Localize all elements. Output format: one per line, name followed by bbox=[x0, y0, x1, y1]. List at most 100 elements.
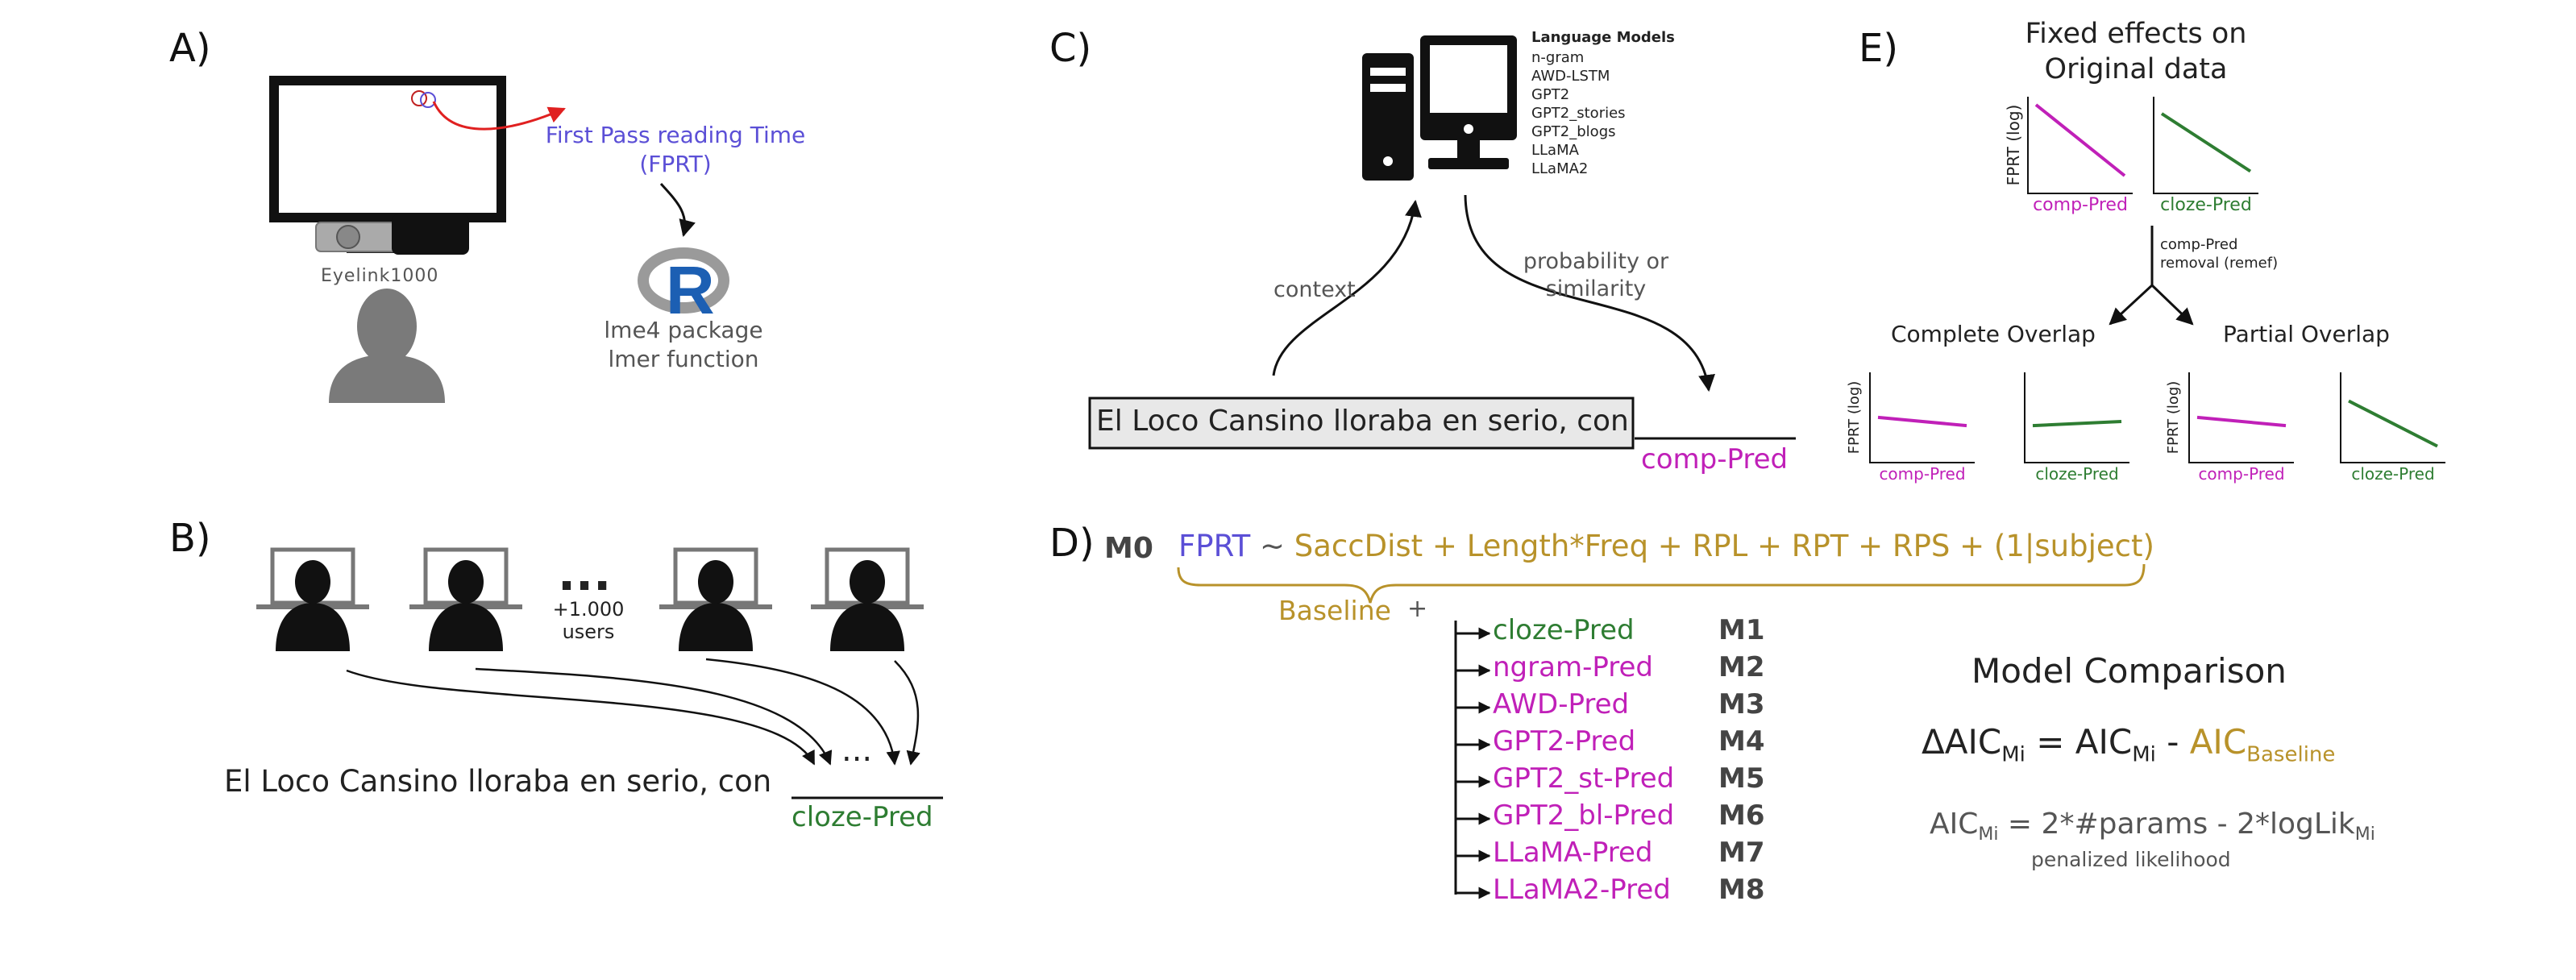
lme4-label-line1: lme4 package bbox=[604, 317, 763, 343]
lme4-label: lme4 package lmer function bbox=[587, 316, 780, 374]
probability-label-line1: probability or bbox=[1523, 249, 1669, 274]
model-id-5: M5 bbox=[1718, 762, 1765, 795]
panel-e-title: Fixed effects on Original data bbox=[1999, 16, 2273, 87]
r-logo-icon bbox=[638, 247, 729, 314]
users-count-line2: users bbox=[562, 621, 615, 643]
aic-baseline: AIC bbox=[2189, 722, 2247, 762]
model-id-8: M8 bbox=[1718, 874, 1765, 906]
comp-pred-label: comp-Pred bbox=[1641, 443, 1789, 475]
fprt-label-line2: (FPRT) bbox=[639, 151, 712, 177]
model-id-6: M6 bbox=[1718, 799, 1765, 832]
panel-e-title-line2: Original data bbox=[2044, 53, 2228, 85]
eyetracker-icon bbox=[315, 214, 469, 255]
lm-item-llama: LLaMA bbox=[1531, 142, 1579, 159]
lm-list: n-gram AWD-LSTM GPT2 GPT2_stories GPT2_b… bbox=[1531, 48, 1626, 178]
laptop-icon-2 bbox=[409, 547, 522, 651]
removal-label-line2: removal (remef) bbox=[2160, 255, 2279, 272]
more-users-dots: ... bbox=[558, 546, 612, 601]
aic-baseline-sub: Baseline bbox=[2246, 742, 2336, 767]
user-arrows bbox=[346, 658, 920, 766]
formula: FPRT ~ SaccDist + Length*Freq + RPL + RP… bbox=[1178, 529, 2154, 563]
panel-a-label: A) bbox=[169, 26, 211, 71]
delta-aic-eq: = AIC bbox=[2025, 722, 2133, 762]
laptop-icon-4 bbox=[811, 547, 924, 651]
formula-terms: SaccDist + Length*Freq + RPL + RPT + RPS… bbox=[1294, 529, 2154, 563]
lm-item-gpt2: GPT2 bbox=[1531, 86, 1570, 103]
eyelink-label: Eyelink1000 bbox=[321, 266, 439, 286]
baseline-plus: + bbox=[1407, 595, 1428, 623]
panel-e-label: E) bbox=[1859, 26, 1899, 71]
mini-chart-axes-4 bbox=[2024, 372, 2129, 463]
lm-item-awd-lstm: AWD-LSTM bbox=[1531, 68, 1610, 85]
mini-chart-line-1 bbox=[2034, 103, 2126, 177]
removal-label: comp-Pred removal (remef) bbox=[2160, 235, 2278, 272]
panel-c-label: C) bbox=[1049, 26, 1092, 71]
desktop-computer-icon bbox=[1362, 35, 1517, 181]
probability-arrow bbox=[1464, 194, 1715, 392]
removal-split-arrows bbox=[2109, 226, 2194, 326]
aic-mi-sub: Mi bbox=[2132, 742, 2156, 767]
complete-overlap-label: Complete Overlap bbox=[1891, 321, 2096, 347]
delta-aic: ΔAIC bbox=[1922, 722, 2002, 762]
penalized-likelihood: penalized likelihood bbox=[2031, 848, 2231, 871]
mini-chart-line-4 bbox=[2032, 420, 2122, 428]
model-pred-1: cloze-Pred bbox=[1493, 614, 1635, 646]
sentence-box bbox=[1088, 397, 1635, 450]
fprt-label: First Pass reading Time (FPRT) bbox=[530, 121, 821, 179]
removal-label-line1: comp-Pred bbox=[2160, 236, 2238, 253]
lm-item-llama2: LLaMA2 bbox=[1531, 160, 1589, 177]
formula-fprt: FPRT bbox=[1178, 529, 1251, 563]
model-pred-5: GPT2_st-Pred bbox=[1493, 762, 1675, 795]
mini-chart-xlabel-2: cloze-Pred bbox=[2160, 195, 2252, 215]
context-arrow bbox=[1272, 199, 1422, 376]
panel-e-title-line1: Fixed effects on bbox=[2025, 18, 2247, 50]
model-pred-4: GPT2-Pred bbox=[1493, 725, 1636, 758]
partial-overlap-label: Partial Overlap bbox=[2223, 321, 2390, 347]
person-icon bbox=[329, 289, 445, 403]
mini-chart-ylabel-3: FPRT (log) bbox=[1846, 380, 1863, 455]
lm-item-gpt2-blogs: GPT2_blogs bbox=[1531, 123, 1616, 140]
baseline-label: Baseline bbox=[1278, 595, 1391, 626]
model-pred-2: ngram-Pred bbox=[1493, 651, 1653, 683]
mini-chart-xlabel-4: cloze-Pred bbox=[2035, 464, 2119, 484]
mini-chart-axes-3 bbox=[1869, 372, 1975, 463]
users-count-line1: +1.000 bbox=[552, 598, 625, 621]
context-label: context bbox=[1273, 277, 1356, 302]
mini-chart-xlabel-5: comp-Pred bbox=[2198, 464, 2285, 484]
model-comparison-title: Model Comparison bbox=[1971, 651, 2287, 691]
laptop-icon-3 bbox=[659, 547, 772, 651]
mini-chart-ylabel-1: FPRT (log) bbox=[2004, 104, 2023, 186]
cloze-ellipsis: ... bbox=[841, 732, 873, 769]
lm-title: Language Models bbox=[1531, 29, 1675, 46]
mini-chart-line-2 bbox=[2160, 112, 2252, 173]
lme4-label-line2: lmer function bbox=[608, 346, 759, 372]
model-id-4: M4 bbox=[1718, 725, 1765, 758]
formula-tilde: ~ bbox=[1259, 529, 1285, 563]
lm-item-gpt2-stories: GPT2_stories bbox=[1531, 105, 1626, 122]
model-id-2: M2 bbox=[1718, 651, 1765, 683]
gaze-circles-icon bbox=[411, 90, 436, 108]
aic-formula-body: = 2*#params - 2*logLik bbox=[1998, 808, 2355, 841]
model-id-1: M1 bbox=[1718, 614, 1765, 646]
model-tree bbox=[1454, 621, 1491, 899]
model-pred-6: GPT2_bl-Pred bbox=[1493, 799, 1675, 832]
mini-charts bbox=[1869, 97, 2445, 463]
model-pred-7: LLaMA-Pred bbox=[1493, 837, 1653, 869]
loglik-sub: Mi bbox=[2354, 824, 2375, 845]
panel-b-label: B) bbox=[169, 516, 211, 561]
probability-label-line2: similarity bbox=[1545, 276, 1647, 301]
aic-formula: AICMi = 2*#params - 2*logLikMi bbox=[1930, 808, 2375, 845]
probability-label: probability or similarity bbox=[1499, 248, 1693, 303]
aic-formula-aic: AIC bbox=[1930, 808, 1979, 841]
mini-chart-axes-1 bbox=[2027, 97, 2133, 194]
baseline-brace bbox=[1177, 563, 2146, 604]
mini-chart-line-3 bbox=[1877, 415, 1967, 428]
mini-chart-xlabel-1: comp-Pred bbox=[2033, 195, 2128, 215]
mini-chart-axes-6 bbox=[2340, 372, 2445, 463]
r-logo-letter: R bbox=[666, 252, 715, 328]
mini-chart-axes-2 bbox=[2153, 97, 2258, 194]
mini-chart-line-6 bbox=[2348, 399, 2438, 448]
m0-label: M0 bbox=[1104, 532, 1153, 565]
aic-formula-sub: Mi bbox=[1978, 824, 1999, 845]
